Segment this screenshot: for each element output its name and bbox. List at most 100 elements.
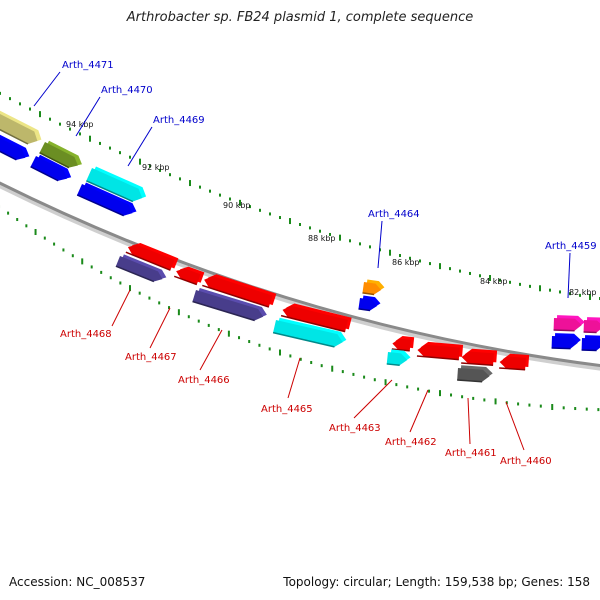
gene-block-forward[interactable] — [0, 133, 32, 164]
outer-tick-mark — [449, 267, 451, 271]
gene-block-reverse-front-face — [392, 338, 411, 351]
outer-tick-mark — [259, 208, 261, 212]
gene-block-forward-edge — [76, 194, 125, 217]
inner-tick-mark — [539, 404, 542, 408]
outer-tick-mark — [519, 282, 521, 286]
outer-tick-mark — [469, 271, 471, 275]
inner-tick-mark — [472, 396, 475, 400]
gene-label-forward[interactable]: Arth_4471 — [62, 60, 114, 71]
inner-tick-mark — [258, 343, 261, 347]
gene-block-forward-front-face — [583, 320, 600, 333]
gene-label-reverse[interactable]: Arth_4468 — [60, 329, 112, 340]
gene-label-forward[interactable]: Arth_4469 — [153, 115, 205, 126]
gene-block-arth-4469-front-face — [86, 168, 143, 202]
gene-block-arth-4464-edge — [362, 292, 375, 296]
gene-block-arth-4459[interactable] — [553, 315, 586, 332]
inner-tick-mark — [279, 349, 281, 356]
gene-block-reverse-front-face — [204, 276, 273, 308]
outer-tick-mark — [79, 132, 81, 136]
inner-tick-mark — [384, 379, 387, 386]
gene-block-arth-4467[interactable] — [173, 263, 205, 286]
gene-block-arth-4468-front-face — [115, 256, 163, 282]
inner-tick-mark — [197, 319, 200, 323]
gene-block-arth-4466[interactable] — [192, 287, 268, 323]
gene-block-arth-4463[interactable] — [386, 349, 411, 367]
gene-block-forward[interactable] — [30, 153, 74, 185]
gene-block-arth-4470[interactable] — [39, 139, 85, 172]
gene-block-reverse[interactable] — [125, 239, 179, 271]
kbp-tick-label: 88 kbp — [308, 234, 336, 243]
inner-tick-mark — [439, 390, 441, 397]
outer-tick-mark — [569, 292, 571, 296]
gene-block-forward-front-face — [551, 336, 578, 349]
gene-block-arth-4462-front-face — [417, 344, 460, 360]
gene-block-reverse-edge — [202, 284, 270, 308]
gene-label-forward[interactable]: Arth_4470 — [101, 85, 153, 96]
gene-block-reverse-front-face — [282, 305, 349, 332]
gene-block-arth-4462[interactable] — [416, 341, 464, 361]
gene-block-arth-4460-edge — [499, 367, 526, 371]
gene-label-reverse[interactable]: Arth_4461 — [445, 448, 497, 459]
gene-label-reverse[interactable]: Arth_4465 — [261, 404, 313, 415]
gene-block-arth-4460[interactable] — [499, 353, 530, 371]
label-leader-line — [467, 397, 471, 445]
gene-block-arth-4471[interactable] — [0, 109, 45, 148]
outer-tick-mark — [439, 263, 441, 270]
inner-tick-mark — [483, 398, 486, 402]
inner-tick-mark — [71, 254, 74, 258]
outer-tick-mark — [129, 155, 131, 159]
outer-tick-mark — [579, 293, 581, 297]
gene-block-arth-4464[interactable] — [362, 279, 385, 296]
label-leader-line — [287, 357, 301, 399]
outer-tick-mark — [309, 226, 311, 230]
gene-label-reverse[interactable]: Arth_4466 — [178, 375, 230, 386]
inner-tick-mark — [100, 270, 103, 274]
outer-tick-mark — [29, 107, 31, 111]
inner-tick-mark — [528, 403, 531, 407]
inner-tick-mark — [551, 404, 554, 411]
gene-block-arth-4461[interactable] — [457, 365, 493, 383]
gene-block-reverse[interactable] — [202, 271, 277, 308]
outer-tick-mark — [549, 288, 551, 292]
gene-block-forward[interactable] — [76, 181, 139, 220]
gene-block-arth-4465[interactable] — [272, 317, 348, 349]
outer-tick-mark — [289, 218, 291, 225]
gene-block-forward[interactable] — [581, 335, 600, 352]
gene-block-arth-4465-front-face — [273, 320, 343, 347]
inner-tick-mark — [331, 365, 334, 372]
gene-block-arth-4469[interactable] — [86, 165, 149, 205]
gene-block-forward-front-face — [77, 184, 133, 216]
gene-block-reverse[interactable] — [461, 348, 498, 366]
outer-tick-mark — [99, 141, 101, 145]
gene-label-forward[interactable]: Arth_4459 — [545, 241, 597, 252]
gene-label-reverse[interactable]: Arth_4462 — [385, 437, 437, 448]
kbp-tick-label: 94 kbp — [66, 120, 94, 129]
gene-block-reverse-edge — [280, 314, 346, 333]
gene-block-reverse[interactable] — [391, 335, 415, 352]
outer-tick-mark — [359, 242, 361, 246]
gene-block-arth-4468[interactable] — [115, 253, 169, 285]
label-leader-line — [377, 220, 383, 269]
gene-label-reverse[interactable]: Arth_4463 — [329, 423, 381, 434]
gene-label-forward[interactable]: Arth_4464 — [368, 209, 420, 220]
label-leader-line — [353, 379, 393, 419]
outer-tick-mark — [149, 164, 151, 168]
kbp-tick-label: 90 kbp — [223, 201, 251, 210]
gene-block-forward[interactable] — [583, 317, 600, 334]
gene-block-reverse-front-face — [127, 244, 175, 271]
inner-tick-mark — [109, 276, 112, 280]
gene-block-arth-4463-front-face — [386, 352, 408, 366]
gene-block-forward[interactable] — [551, 333, 582, 350]
outer-tick-mark — [319, 229, 321, 233]
outer-tick-mark — [0, 91, 1, 95]
gene-block-arth-4459-edge — [553, 329, 575, 332]
gene-label-reverse[interactable]: Arth_4467 — [125, 352, 177, 363]
gene-block-reverse[interactable] — [280, 301, 352, 333]
gene-block-forward[interactable] — [358, 295, 381, 312]
gene-label-reverse[interactable]: Arth_4460 — [500, 456, 552, 467]
gene-block-reverse-edge — [461, 362, 494, 366]
label-leader-line — [75, 96, 101, 137]
kbp-tick-label: 84 kbp — [480, 277, 508, 286]
gene-block-forward-front-face — [0, 136, 26, 160]
